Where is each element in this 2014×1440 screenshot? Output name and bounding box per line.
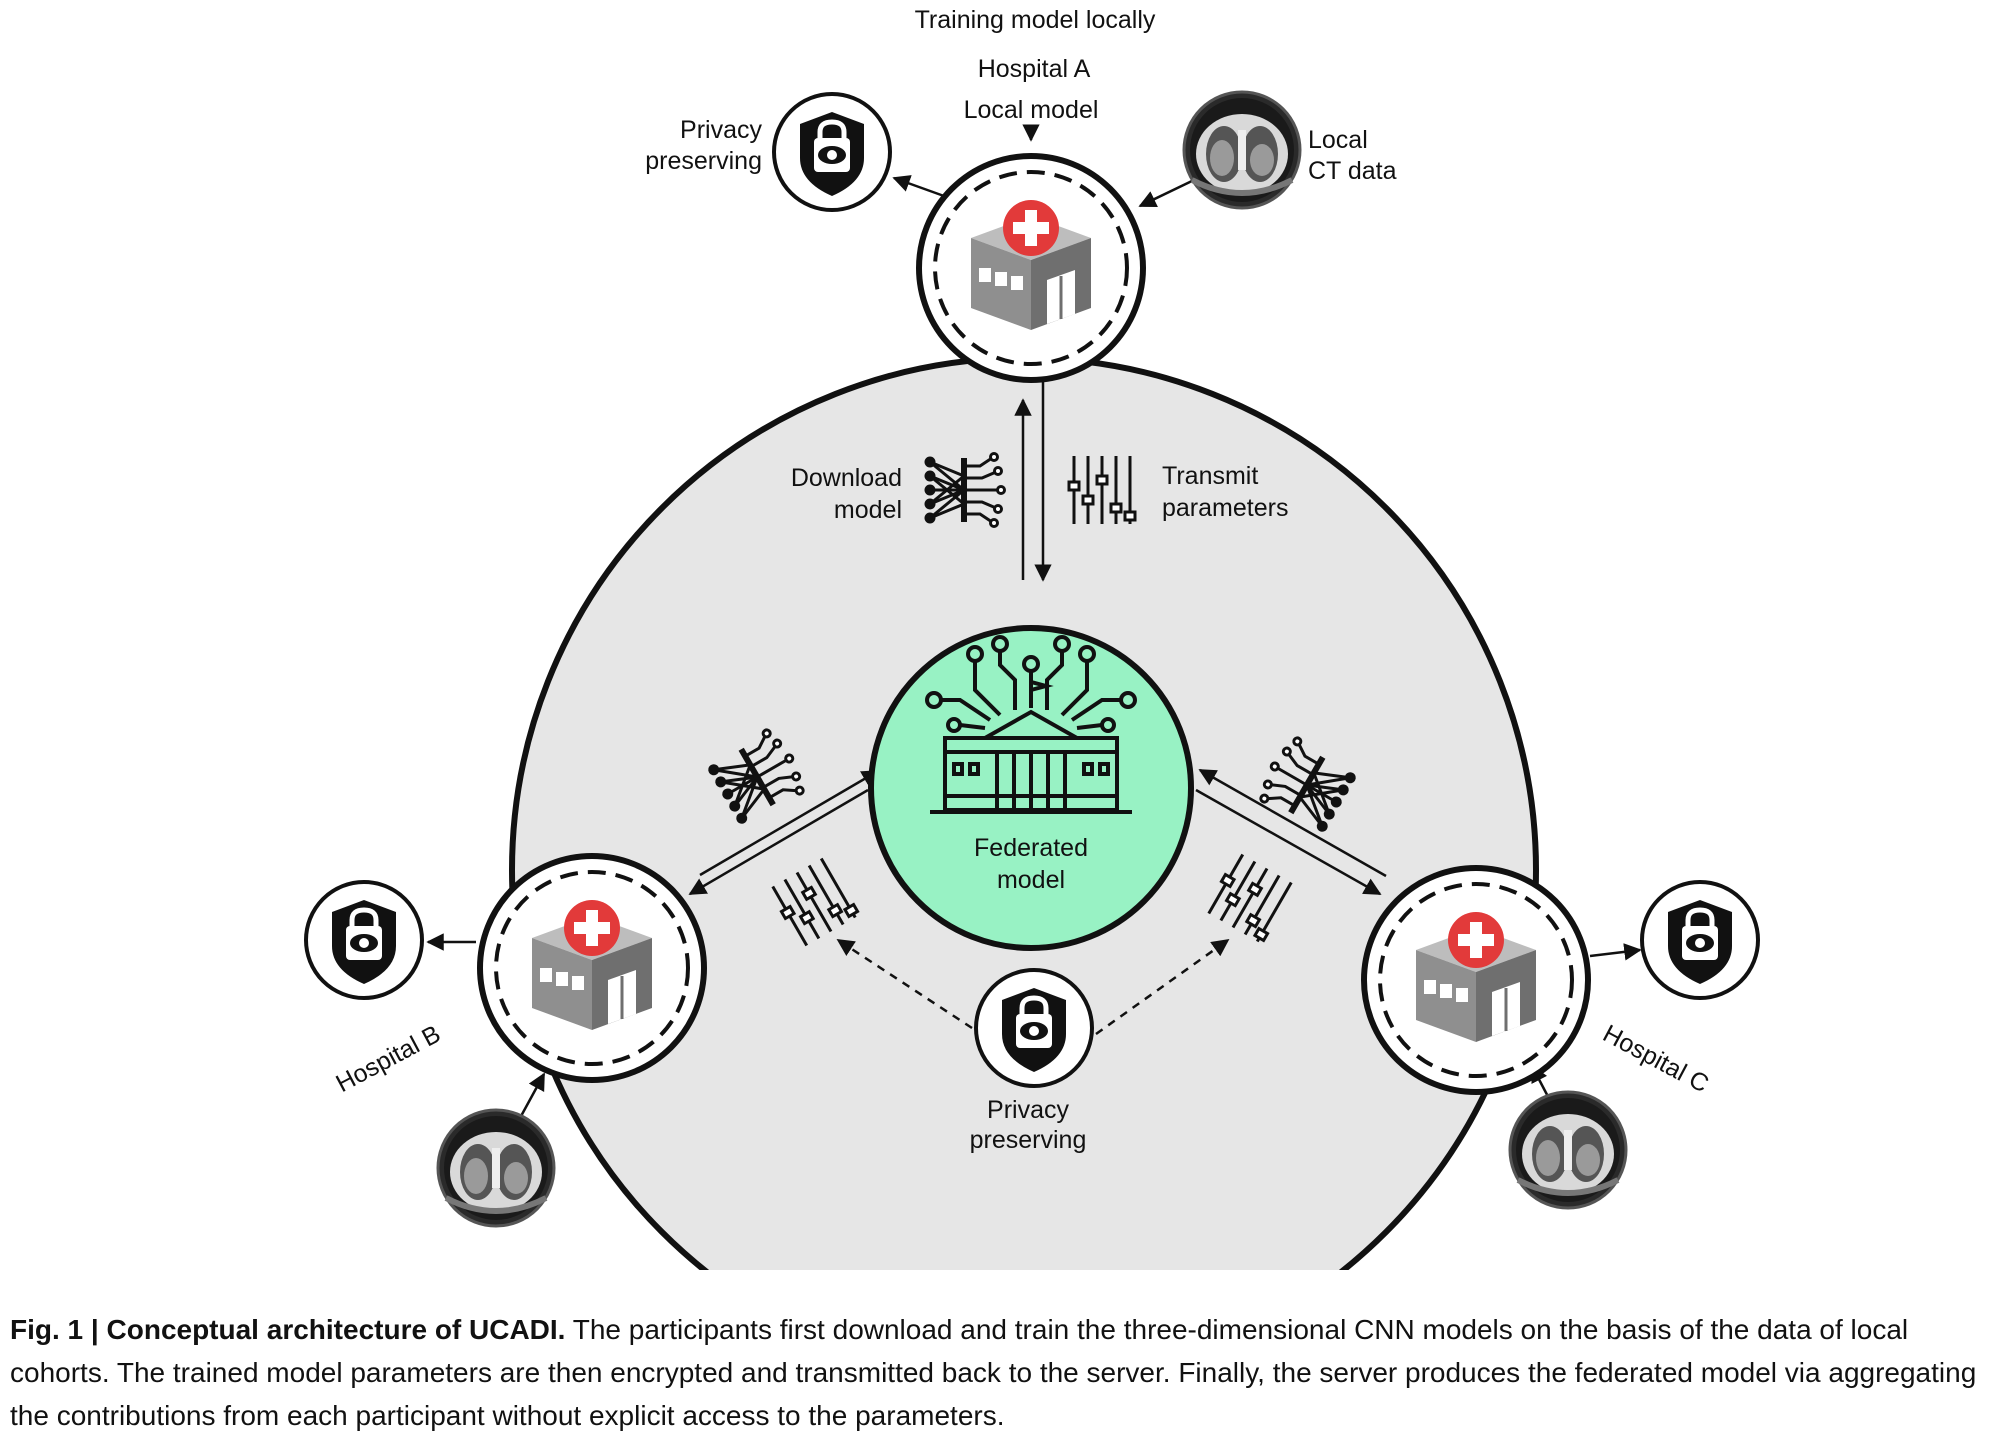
shield-lock-eye-icon — [1642, 882, 1758, 998]
privacy-a-line1: Privacy — [680, 116, 762, 144]
caption-text: The participants first download and trai… — [10, 1314, 1977, 1431]
caption-label: Fig. 1 | Conceptual architecture of UCAD… — [10, 1314, 566, 1345]
download-model-line2: model — [834, 496, 902, 524]
download-model-line1: Download — [791, 464, 902, 492]
shield-lock-eye-icon — [976, 970, 1092, 1086]
privacy-center-line2: preserving — [970, 1126, 1087, 1154]
federated-label-line2: model — [997, 866, 1065, 894]
local-ct-line2: CT data — [1308, 157, 1397, 185]
ct-scan-icon — [1510, 1092, 1626, 1208]
federated-model-node: Federated model — [868, 625, 1194, 951]
connection-arrows — [688, 380, 1387, 896]
training-locally-label: Training model locally — [915, 6, 1156, 34]
hospital-c-label: Hospital C — [1598, 1020, 1713, 1099]
local-ct-line1: Local — [1308, 126, 1368, 154]
ct-scan-icon — [1184, 92, 1300, 208]
federated-label-line1: Federated — [974, 834, 1088, 862]
hospital-b-label: Hospital B — [331, 1020, 445, 1098]
local-model-label: Local model — [964, 96, 1099, 124]
shield-lock-eye-icon — [306, 882, 422, 998]
privacy-dashed-arrows — [836, 938, 1230, 1036]
federated-government-icon — [925, 635, 1137, 814]
figure-caption: Fig. 1 | Conceptual architecture of UCAD… — [10, 1308, 2004, 1437]
privacy-a-line2: preserving — [645, 147, 762, 175]
shield-lock-eye-icon — [774, 94, 890, 210]
hospital-b-building-icon — [480, 856, 704, 1080]
hospital-a-label: Hospital A — [978, 55, 1091, 83]
hospital-a-building-icon — [919, 156, 1143, 380]
hospital-c-building-icon — [1364, 868, 1588, 1092]
ucadi-architecture-diagram: Federated model Training model locally H… — [0, 6, 2014, 1270]
transmit-parameters-line1: Transmit — [1162, 462, 1258, 490]
privacy-center-line1: Privacy — [987, 1096, 1069, 1124]
transmit-parameters-line2: parameters — [1162, 494, 1288, 522]
ct-scan-icon — [438, 1110, 554, 1226]
